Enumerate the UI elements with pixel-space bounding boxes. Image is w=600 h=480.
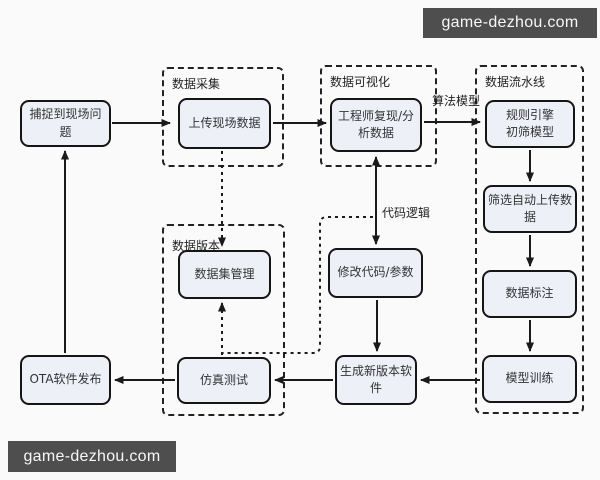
node-label-modify-code: 修改代码/参数 bbox=[337, 265, 414, 280]
watermark-top: game-dezhou.com bbox=[423, 8, 597, 38]
node-label-model-training: 模型训练 bbox=[505, 371, 554, 386]
edge-label-algorithm-model: 算法模型 bbox=[432, 94, 481, 108]
node-label-engineer-analyze: 工程师复现/分 析数据 bbox=[337, 108, 415, 140]
node-label-rule-engine: 规则引擎 初筛模型 bbox=[505, 107, 554, 139]
flow-node-modify-code: 修改代码/参数 bbox=[328, 248, 423, 298]
flow-node-capture-issue: 捕捉到现场问题 bbox=[20, 100, 111, 147]
flow-node-ota-release: OTA软件发布 bbox=[20, 355, 111, 405]
node-label-upload-data: 上传现场数据 bbox=[188, 115, 261, 130]
flow-node-upload-data: 上传现场数据 bbox=[178, 98, 271, 149]
node-label-simulation-test: 仿真测试 bbox=[199, 372, 248, 387]
flow-node-filter-upload: 筛选自动上传数 据 bbox=[483, 185, 577, 233]
node-label-dataset-management: 数据集管理 bbox=[194, 266, 255, 281]
group-label-data-version: 数据版本 bbox=[172, 239, 221, 253]
group-label-data-collection: 数据采集 bbox=[172, 77, 221, 91]
flow-node-new-version: 生成新版本软 件 bbox=[335, 355, 417, 405]
node-label-new-version: 生成新版本软 件 bbox=[340, 363, 413, 395]
flow-node-model-training: 模型训练 bbox=[482, 355, 577, 403]
flow-node-rule-engine: 规则引擎 初筛模型 bbox=[485, 100, 575, 148]
node-label-ota-release: OTA软件发布 bbox=[29, 372, 102, 387]
flow-node-engineer-analyze: 工程师复现/分 析数据 bbox=[330, 98, 422, 152]
flow-group-data-version: 数据版本 bbox=[162, 224, 285, 416]
flow-node-data-annotation: 数据标注 bbox=[482, 270, 577, 318]
node-label-data-annotation: 数据标注 bbox=[505, 286, 554, 301]
edge-label-code-logic: 代码逻辑 bbox=[382, 206, 431, 220]
watermark-bottom: game-dezhou.com bbox=[8, 441, 176, 472]
node-label-capture-issue: 捕捉到现场问题 bbox=[29, 107, 102, 139]
group-label-data-pipeline: 数据流水线 bbox=[485, 75, 546, 89]
group-label-data-visualization: 数据可视化 bbox=[330, 75, 391, 89]
flow-node-simulation-test: 仿真测试 bbox=[177, 357, 271, 404]
flow-node-dataset-management: 数据集管理 bbox=[178, 250, 271, 299]
node-label-filter-upload: 筛选自动上传数 据 bbox=[488, 192, 573, 224]
flow-group-data-pipeline: 数据流水线 bbox=[475, 65, 584, 414]
